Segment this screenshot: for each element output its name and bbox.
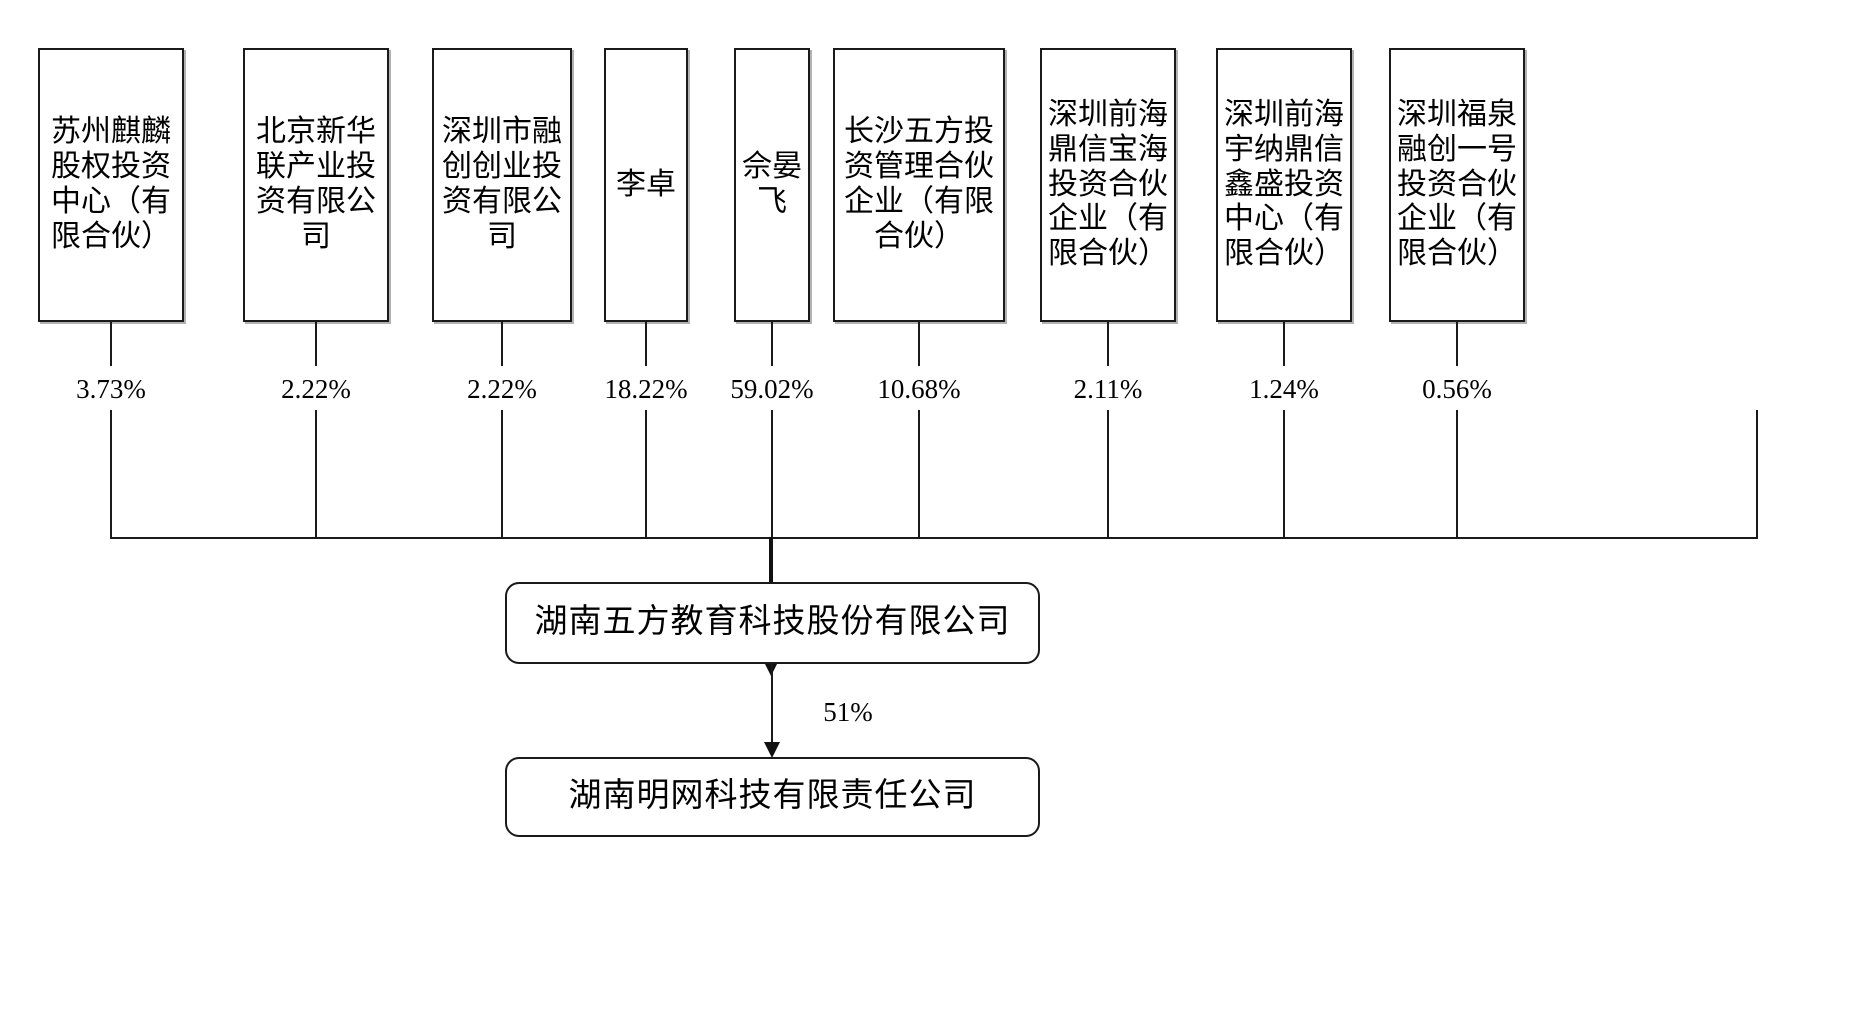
shareholder-name: 深圳市融创创业投资有限公司 xyxy=(442,115,562,253)
ownership-percent-8: 1.24% xyxy=(1249,374,1319,404)
connector-drop-8 xyxy=(1283,410,1285,538)
connector-drop-9 xyxy=(1456,410,1458,538)
connector-stub-8 xyxy=(1283,322,1285,366)
connector-parent-to-subsidiary xyxy=(771,664,773,750)
connector-stub-5 xyxy=(771,322,773,366)
ownership-percent-2: 2.22% xyxy=(281,374,351,404)
ownership-percent-6: 10.68% xyxy=(877,374,961,404)
shareholder-box-6: 长沙五方投资管理合伙企业（有限合伙） xyxy=(833,48,1005,322)
shareholder-box-3: 深圳市融创创业投资有限公司 xyxy=(432,48,572,322)
connector-bus-bar xyxy=(110,537,1758,539)
parent-company-label: 湖南五方教育科技股份有限公司 xyxy=(534,604,1011,641)
shareholder-box-8: 深圳前海宇纳鼎信鑫盛投资中心（有限合伙） xyxy=(1216,48,1352,322)
shareholder-name: 北京新华联产业投资有限公司 xyxy=(256,115,376,253)
connector-stub-2 xyxy=(315,322,317,366)
shareholder-box-7: 深圳前海鼎信宝海投资合伙企业（有限合伙） xyxy=(1040,48,1176,322)
connector-drop-3 xyxy=(501,410,503,538)
subsidiary-company-label: 湖南明网科技有限责任公司 xyxy=(568,778,977,815)
ownership-percent-4: 18.22% xyxy=(604,374,688,404)
shareholder-box-2: 北京新华联产业投资有限公司 xyxy=(243,48,389,322)
connector-drop-right-end xyxy=(1756,410,1758,538)
ownership-percent-1: 3.73% xyxy=(76,374,146,404)
connector-stub-9 xyxy=(1456,322,1458,366)
shareholder-name: 佘晏飞 xyxy=(742,150,802,218)
arrow-to-subsidiary xyxy=(764,742,780,758)
shareholder-box-4: 李卓 xyxy=(604,48,688,322)
connector-stub-7 xyxy=(1107,322,1109,366)
parent-company: 湖南五方教育科技股份有限公司 xyxy=(505,582,1040,664)
shareholder-box-9: 深圳福泉融创一号投资合伙企业（有限合伙） xyxy=(1389,48,1525,322)
shareholder-name: 李卓 xyxy=(616,167,676,201)
ownership-percent-3: 2.22% xyxy=(467,374,537,404)
connector-drop-5 xyxy=(771,410,773,538)
subsidiary-company: 湖南明网科技有限责任公司 xyxy=(505,757,1040,837)
connector-drop-2 xyxy=(315,410,317,538)
connector-stub-3 xyxy=(501,322,503,366)
connector-stub-4 xyxy=(645,322,647,366)
connector-stub-6 xyxy=(918,322,920,366)
shareholder-name: 长沙五方投资管理合伙企业（有限合伙） xyxy=(844,115,994,253)
subsidiary-ownership-percent: 51% xyxy=(823,697,873,727)
connector-stub-1 xyxy=(110,322,112,366)
ownership-percent-7: 2.11% xyxy=(1073,374,1143,404)
connector-drop-1 xyxy=(110,410,112,538)
shareholder-box-5: 佘晏飞 xyxy=(734,48,810,322)
shareholder-name: 深圳福泉融创一号投资合伙企业（有限合伙） xyxy=(1397,98,1517,271)
connector-drop-7 xyxy=(1107,410,1109,538)
shareholder-box-1: 苏州麒麟股权投资中心（有限合伙） xyxy=(38,48,184,322)
shareholder-name: 苏州麒麟股权投资中心（有限合伙） xyxy=(51,115,171,253)
shareholder-name: 深圳前海鼎信宝海投资合伙企业（有限合伙） xyxy=(1048,98,1168,271)
connector-drop-4 xyxy=(645,410,647,538)
ownership-percent-5: 59.02% xyxy=(730,374,814,404)
ownership-percent-9: 0.56% xyxy=(1422,374,1492,404)
connector-drop-6 xyxy=(918,410,920,538)
shareholder-name: 深圳前海宇纳鼎信鑫盛投资中心（有限合伙） xyxy=(1224,98,1344,271)
